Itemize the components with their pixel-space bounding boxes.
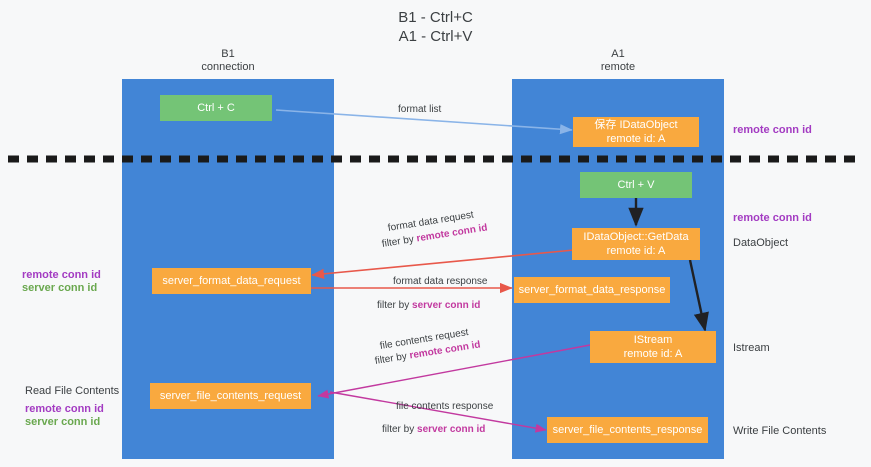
column-header-b1-name: B1 [221,48,235,60]
box-server-file-contents-response[interactable]: server_file_contents_response [547,417,708,443]
box-server-format-data-request[interactable]: server_format_data_request [152,268,311,294]
column-header-a1: A1 remote [512,48,724,74]
label-file-contents-response: file contents response [396,401,494,412]
right-label-remote-conn-id-mid: remote conn id [733,212,812,224]
box-server-file-contents-request-label: server_file_contents_request [159,390,302,402]
label-format-data-response: format data response [393,276,488,287]
box-ctrl-v[interactable]: Ctrl + V [580,172,692,198]
left-label-remote-conn-id-bottom: remote conn id [25,403,104,415]
box-server-format-data-request-label: server_format_data_request [162,275,301,287]
column-header-b1: B1 connection [122,48,334,74]
box-save-idataobject-line-2: remote id: A [606,133,666,145]
box-idataobject-getdata-line-2: remote id: A [606,245,666,257]
box-server-file-contents-request[interactable]: server_file_contents_request [150,383,311,409]
left-label-server-conn-id-mid: server conn id [22,282,98,294]
box-istream[interactable]: IStream remote id: A [590,331,716,363]
box-idataobject-getdata-line-1: IDataObject::GetData [583,231,689,243]
label-format-list: format list [398,104,442,115]
box-ctrl-c[interactable]: Ctrl + C [160,95,272,121]
filter-prefix: filter by [382,424,418,435]
right-label-dataobject: DataObject [733,237,789,249]
box-istream-line-1: IStream [633,334,673,346]
label-format-data-response-filter: filter by server conn id [377,299,480,312]
column-header-a1-role: remote [600,61,636,73]
right-label-remote-conn-id-top: remote conn id [733,124,812,136]
box-idataobject-getdata[interactable]: IDataObject::GetData remote id: A [572,228,700,260]
box-server-format-data-response[interactable]: server_format_data_response [514,277,670,303]
right-label-istream: Istream [733,342,770,354]
page-title-line-2: A1 - Ctrl+V [398,28,473,45]
box-save-idataobject-line-1: 保存 IDataObject [594,119,678,131]
label-file-contents-response-filter: filter by server conn id [382,423,485,436]
filter-value-server-conn-id: server conn id [417,424,486,435]
page-title: B1 - Ctrl+C A1 - Ctrl+V [0,8,871,46]
left-label-read-file-contents: Read File Contents [25,385,120,397]
page-title-line-1: B1 - Ctrl+C [398,9,473,26]
box-ctrl-c-label: Ctrl + C [197,102,235,114]
filter-prefix: filter by [381,233,418,250]
box-ctrl-v-label: Ctrl + V [617,179,655,191]
left-label-remote-conn-id-mid: remote conn id [22,269,101,281]
column-header-b1-role: connection [201,61,255,73]
left-label-server-conn-id-bottom: server conn id [25,416,101,428]
box-server-file-contents-response-label: server_file_contents_response [552,424,703,436]
box-server-format-data-response-label: server_format_data_response [518,284,666,296]
filter-prefix: filter by [377,300,413,311]
filter-value-server-conn-id: server conn id [412,300,481,311]
box-istream-line-2: remote id: A [623,348,683,360]
right-label-write-file-contents: Write File Contents [733,425,827,437]
column-header-a1-name: A1 [611,48,625,60]
filter-prefix: filter by [374,350,411,367]
box-save-idataobject[interactable]: 保存 IDataObject remote id: A [573,117,699,147]
